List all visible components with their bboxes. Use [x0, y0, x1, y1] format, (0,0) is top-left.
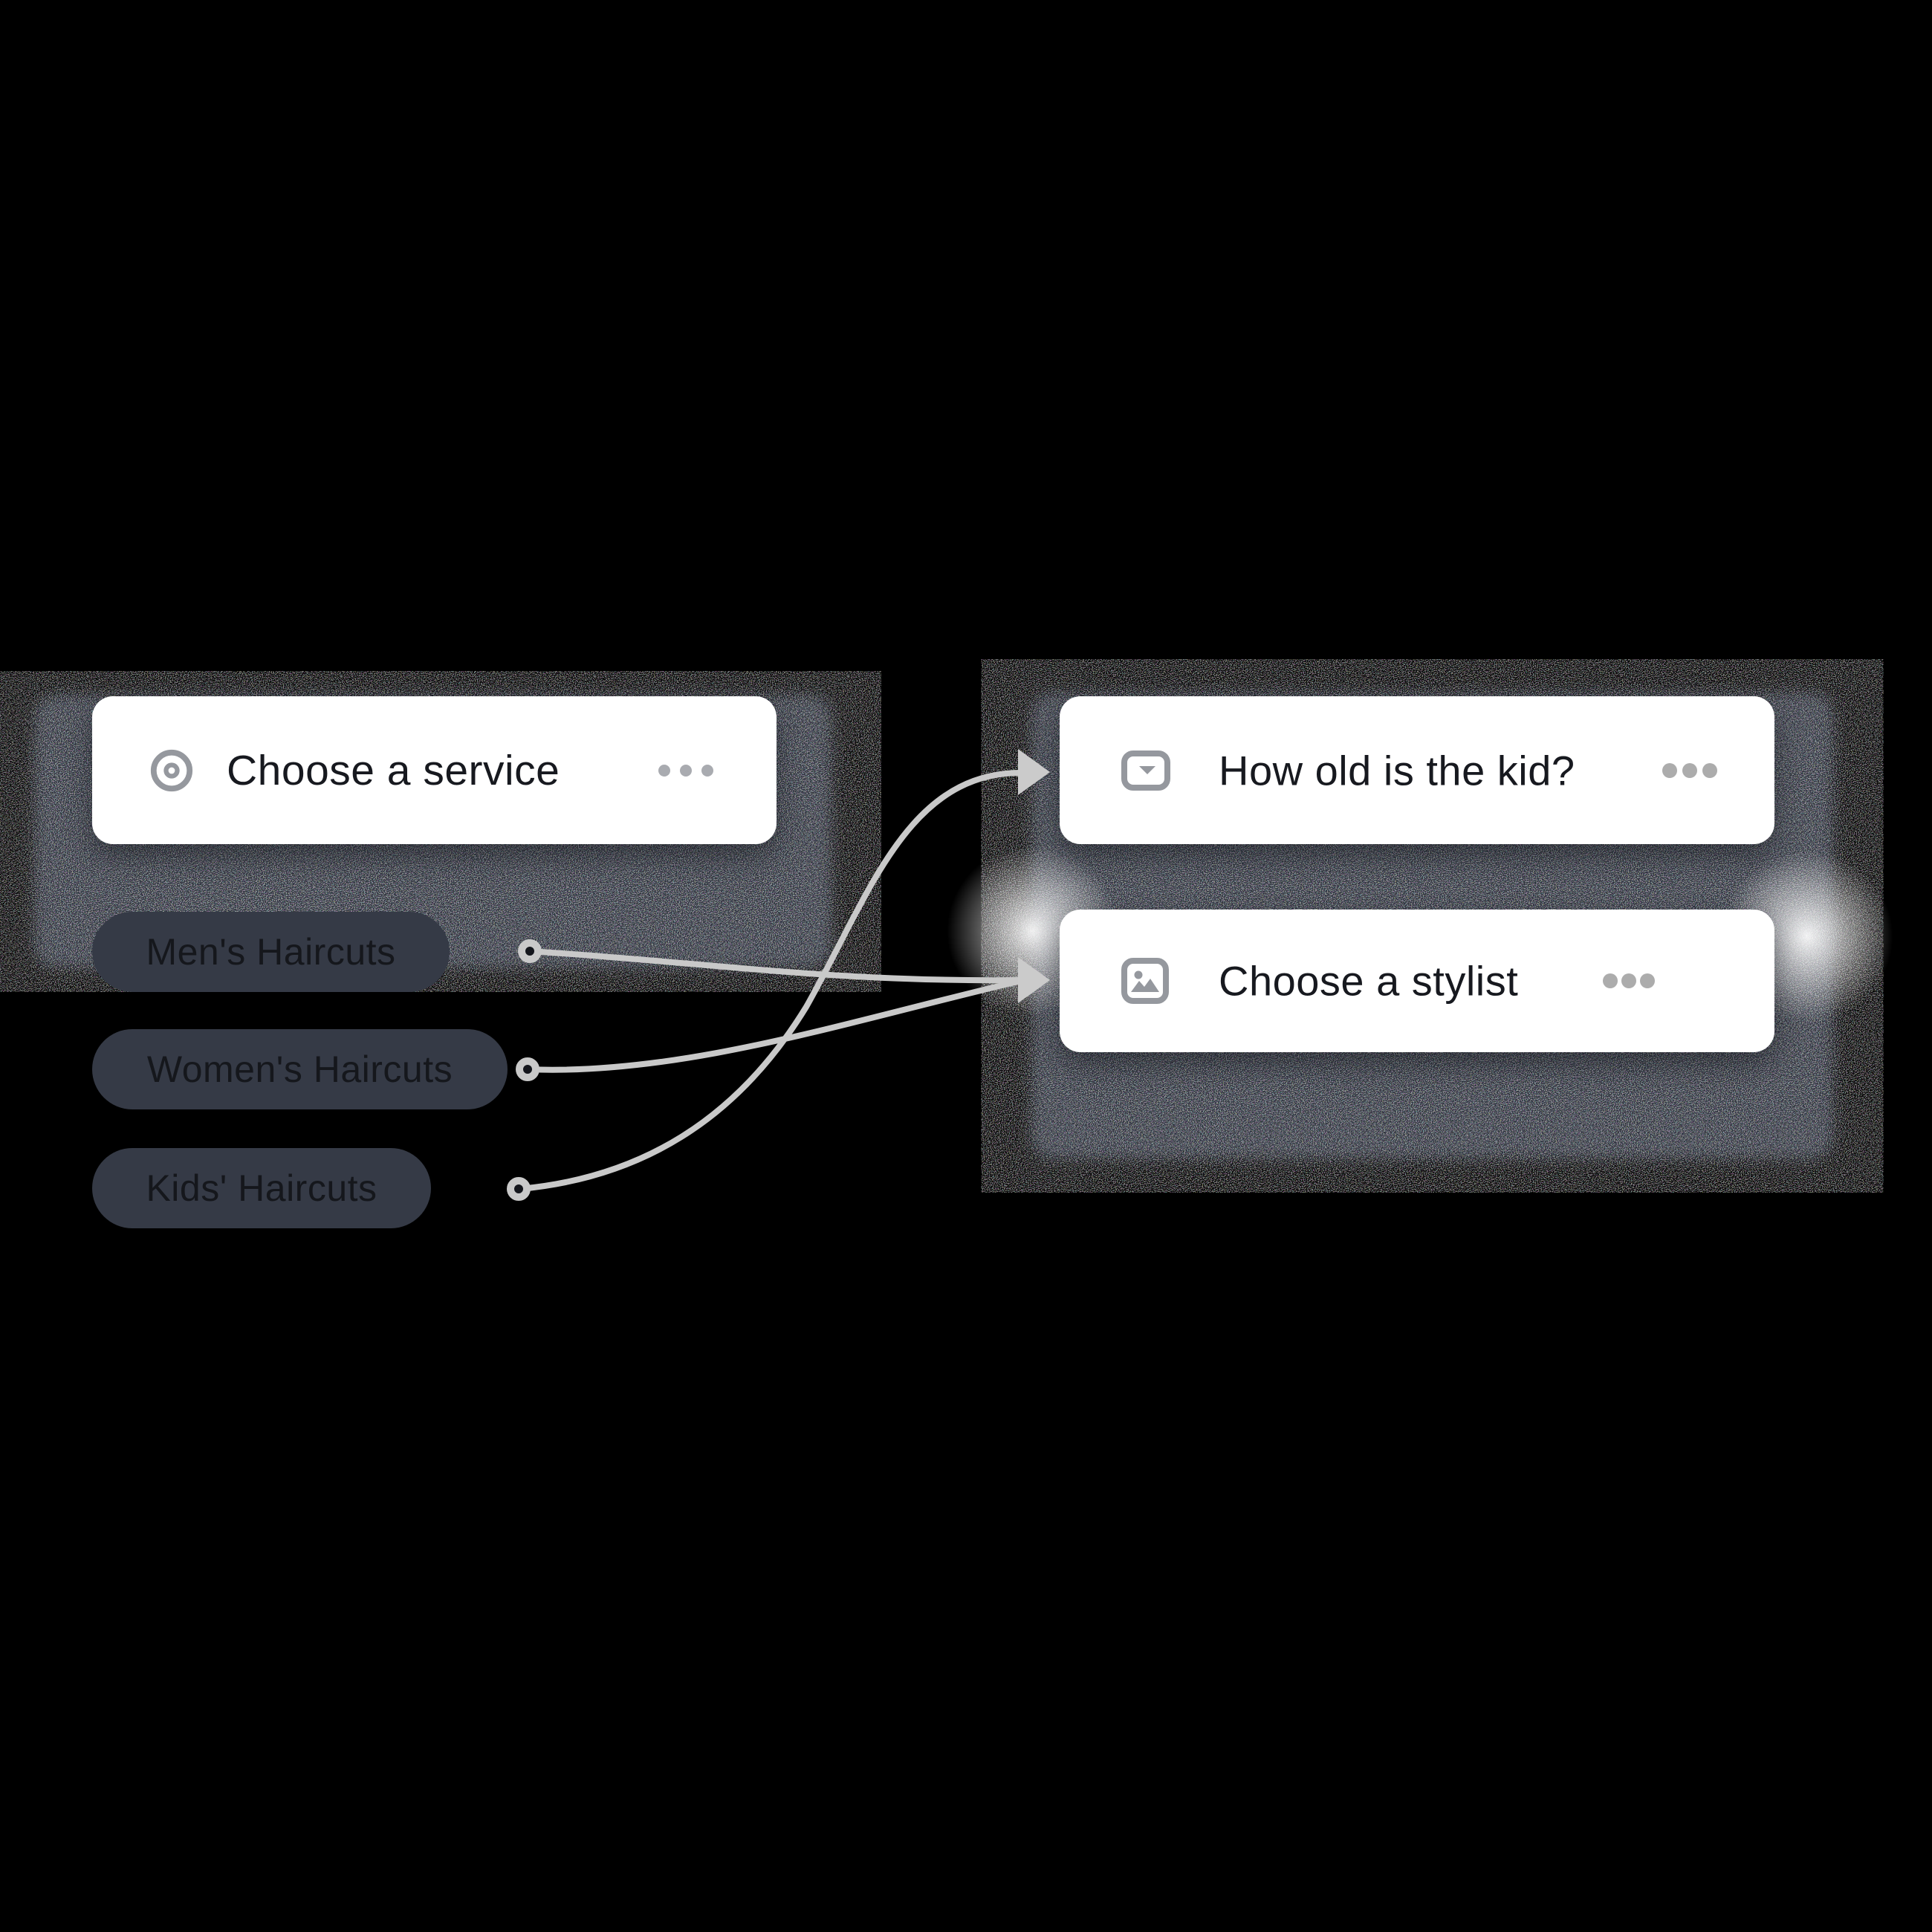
option-pill-womens-haircuts[interactable]: Women's Haircuts — [92, 1029, 508, 1109]
dropdown-field-icon — [1121, 750, 1170, 791]
more-options-icon[interactable] — [1603, 973, 1655, 988]
node-title: How old is the kid? — [1219, 747, 1575, 794]
node-choose-service[interactable]: Choose a service — [92, 696, 777, 844]
port-dot-mens[interactable] — [518, 939, 542, 963]
image-icon — [1121, 958, 1169, 1004]
node-title: Choose a stylist — [1219, 957, 1519, 1005]
option-pill-mens-haircuts[interactable]: Men's Haircuts — [92, 912, 450, 992]
node-choose-a-stylist[interactable]: Choose a stylist — [1060, 910, 1774, 1052]
option-label: Kids' Haircuts — [146, 1167, 377, 1209]
option-label: Men's Haircuts — [146, 931, 396, 973]
node-how-old-is-the-kid[interactable]: How old is the kid? — [1060, 696, 1774, 844]
option-label: Women's Haircuts — [146, 1048, 453, 1090]
target-icon — [150, 749, 193, 791]
option-pill-kids-haircuts[interactable]: Kids' Haircuts — [92, 1148, 431, 1228]
more-options-icon[interactable] — [1662, 762, 1717, 778]
more-options-icon[interactable] — [658, 764, 713, 777]
port-dot-womens[interactable] — [516, 1057, 539, 1081]
port-dot-kids[interactable] — [507, 1177, 531, 1201]
node-title: Choose a service — [227, 746, 560, 794]
